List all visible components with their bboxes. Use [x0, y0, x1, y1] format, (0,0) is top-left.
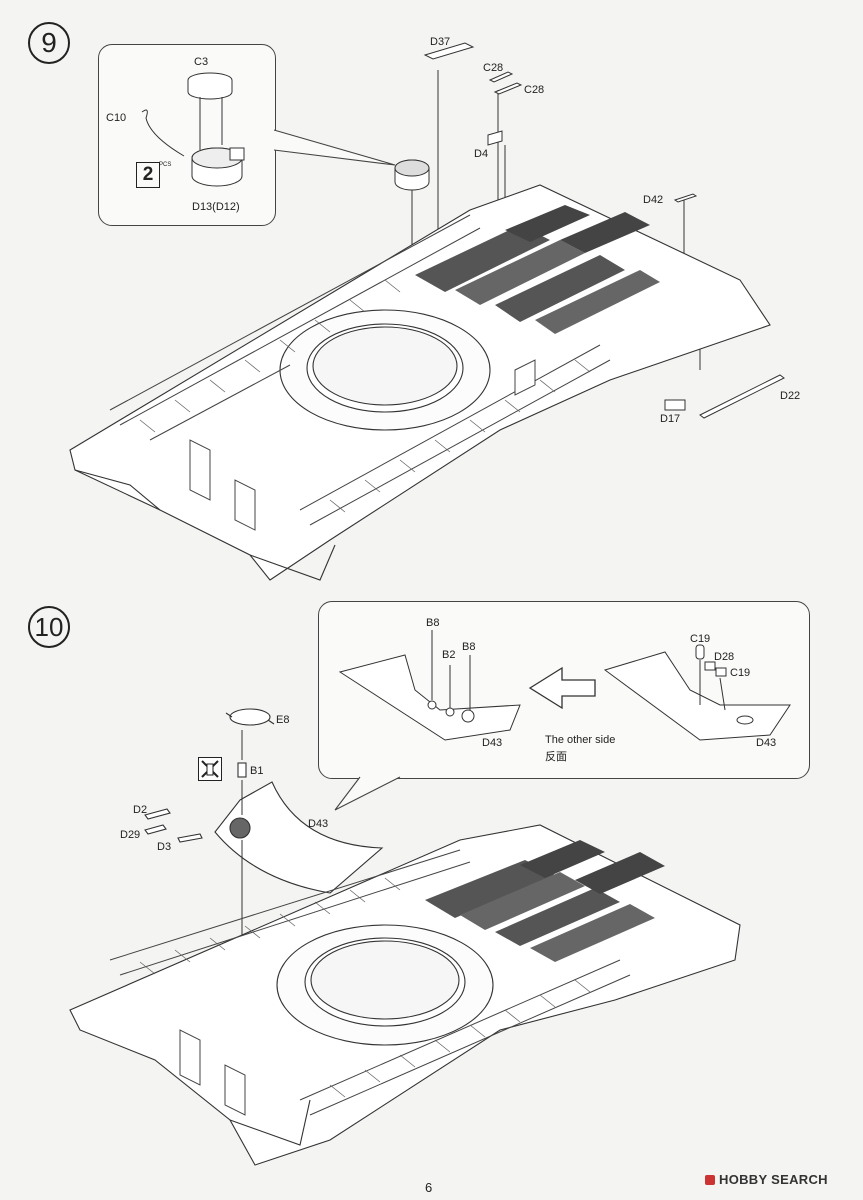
page-number: 6: [425, 1180, 433, 1195]
part-d29-label: D29: [120, 829, 141, 841]
part-b1-label: B1: [250, 765, 264, 777]
part-d22-label: D22: [780, 390, 801, 402]
other-side-label: The other side: [545, 734, 616, 746]
part-d37-label: D37: [430, 36, 451, 48]
hobby-search-logo-icon: [705, 1175, 715, 1185]
part-c10-label: C10: [106, 112, 127, 124]
step-9-detail-callout: [98, 44, 276, 226]
part-c3-label: C3: [194, 56, 209, 68]
part-d43-label: D43: [308, 818, 329, 830]
callout-d28-label: D28: [714, 651, 735, 663]
other-side-label-zh: 反面: [545, 750, 567, 763]
callout-d43-right-label: D43: [756, 737, 777, 749]
part-c28-label: C28: [483, 62, 504, 74]
no-glue-icon: [198, 757, 222, 781]
part-d3-label: D3: [157, 841, 172, 853]
part-d42-label: D42: [643, 194, 664, 206]
callout-c19-label: C19: [690, 633, 711, 645]
callout-b8-label: B8: [426, 617, 440, 629]
part-e8-label: E8: [276, 714, 290, 726]
step-10-number: 10: [28, 606, 70, 648]
callout-c19-label: C19: [730, 667, 751, 679]
callout-d43-left-label: D43: [482, 737, 503, 749]
part-c28-label: C28: [524, 84, 545, 96]
no-glue-cross-icon: [201, 760, 219, 778]
part-d2-label: D2: [133, 804, 148, 816]
callout-b2-label: B2: [442, 649, 456, 661]
watermark: HOBBY SEARCH: [705, 1172, 828, 1187]
part-d4-label: D4: [474, 148, 489, 160]
part-d13-label: D13(D12): [192, 201, 240, 213]
callout-b8-label: B8: [462, 641, 476, 653]
step-9-number: 9: [28, 22, 70, 64]
part-d17-label: D17: [660, 413, 681, 425]
